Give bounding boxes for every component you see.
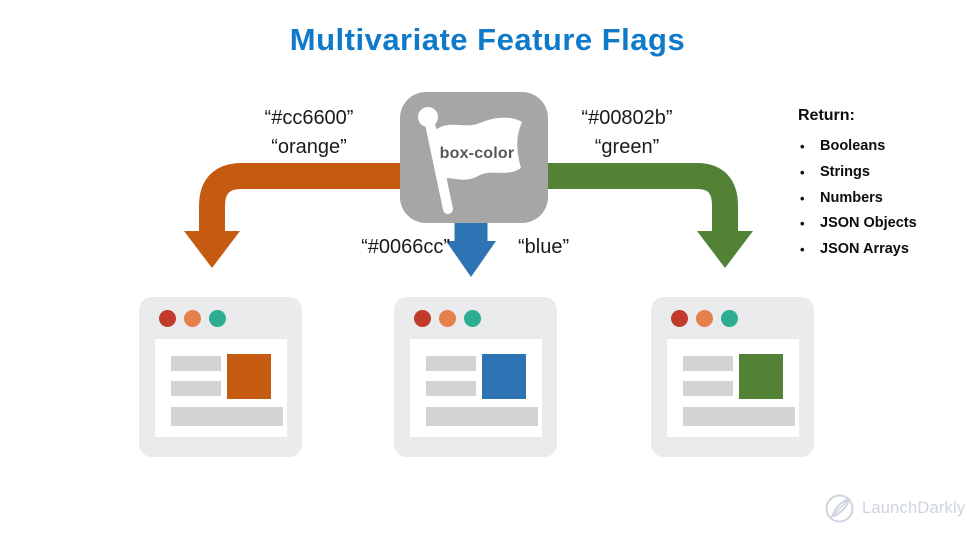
window-dot-orange	[696, 310, 713, 327]
text-placeholder-bar	[171, 356, 221, 371]
text-placeholder-bar	[426, 381, 476, 396]
browser-window-blue	[394, 297, 557, 457]
page-content-area	[410, 339, 542, 437]
browser-window-green	[651, 297, 814, 457]
text-placeholder-bar	[683, 356, 733, 371]
text-placeholder-bar	[426, 356, 476, 371]
return-item-json-objects: JSON Objects	[798, 211, 958, 237]
window-controls	[414, 310, 481, 327]
orange-arrow	[184, 163, 470, 268]
green-arrow	[478, 163, 753, 268]
page-title: Multivariate Feature Flags	[289, 22, 686, 57]
feature-flag-box: box-color	[400, 92, 548, 223]
window-dot-teal	[209, 310, 226, 327]
page-content-area	[155, 339, 287, 437]
text-placeholder-bar	[171, 381, 221, 396]
blue-name-value: “blue”	[518, 236, 570, 258]
green-name-value: “green”	[594, 136, 660, 158]
return-item-numbers: Numbers	[798, 186, 958, 212]
blue-hex-value: “#0066cc”	[361, 236, 450, 258]
flag-icon	[418, 107, 522, 214]
window-dot-red	[414, 310, 431, 327]
orange-color-box	[227, 354, 271, 399]
flag-key-label: box-color	[439, 145, 515, 162]
orange-variation-label: “#cc6600” “orange”	[233, 104, 385, 162]
return-item-strings: Strings	[798, 160, 958, 186]
return-list: Booleans Strings Numbers JSON Objects JS…	[798, 134, 958, 263]
return-item-booleans: Booleans	[798, 134, 958, 160]
text-placeholder-bar	[171, 407, 283, 426]
orange-hex-value: “#cc6600”	[264, 107, 354, 129]
return-heading: Return:	[798, 107, 855, 124]
watermark-brand-text: LaunchDarkly	[862, 499, 966, 517]
green-hex-value: “#00802b”	[581, 107, 673, 129]
window-dot-red	[159, 310, 176, 327]
window-controls	[671, 310, 738, 327]
green-variation-label: “#00802b” “green”	[551, 104, 703, 162]
page-content-area	[667, 339, 799, 437]
window-dot-teal	[721, 310, 738, 327]
blue-color-box	[482, 354, 526, 399]
return-types-panel: Return: Booleans Strings Numbers JSON Ob…	[798, 107, 958, 263]
launchdarkly-watermark: LaunchDarkly	[824, 493, 965, 524]
orange-name-value: “orange”	[271, 136, 347, 158]
green-color-box	[739, 354, 783, 399]
window-dot-orange	[184, 310, 201, 327]
text-placeholder-bar	[683, 381, 733, 396]
launchdarkly-rocket-icon	[825, 494, 854, 523]
window-dot-orange	[439, 310, 456, 327]
window-dot-red	[671, 310, 688, 327]
text-placeholder-bar	[426, 407, 538, 426]
window-dot-teal	[464, 310, 481, 327]
browser-window-orange	[139, 297, 302, 457]
return-item-json-arrays: JSON Arrays	[798, 237, 958, 263]
window-controls	[159, 310, 226, 327]
text-placeholder-bar	[683, 407, 795, 426]
